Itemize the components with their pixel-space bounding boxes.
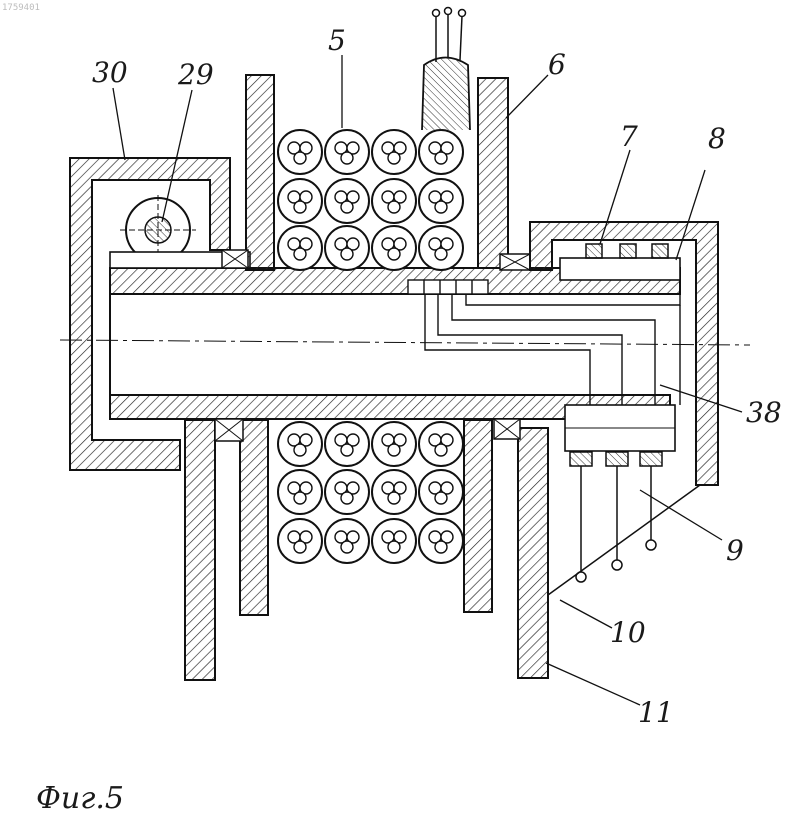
label-29: 29 — [177, 58, 214, 91]
cable-core — [294, 541, 306, 553]
label-6: 6 — [548, 48, 566, 81]
cable-core — [435, 492, 447, 504]
cable-core — [294, 444, 306, 456]
label-10: 10 — [610, 616, 646, 649]
label-5: 5 — [328, 24, 346, 57]
cable-core — [341, 444, 353, 456]
label-30: 30 — [92, 56, 128, 89]
cable-core — [388, 444, 400, 456]
cable-core — [294, 152, 306, 164]
label-7: 7 — [620, 120, 638, 153]
cable-core — [294, 201, 306, 213]
cable-core — [435, 201, 447, 213]
cable-coils-5 — [278, 130, 463, 563]
drum-flange-6 — [478, 78, 508, 268]
frame-wall-11 — [518, 428, 548, 678]
cable-core — [435, 541, 447, 553]
cable-core — [388, 492, 400, 504]
figure-caption: Фиг.5 — [36, 781, 124, 816]
cable-core — [388, 541, 400, 553]
document-stamp: 1759401 — [2, 3, 40, 13]
cable-core — [341, 541, 353, 553]
frame-wall-left — [185, 420, 215, 680]
drum-flange-right-lower — [464, 420, 492, 612]
cable-core — [294, 248, 306, 260]
cable-core — [294, 492, 306, 504]
drum-flange-left-upper — [246, 75, 274, 270]
drum-flange-left-lower — [240, 420, 268, 615]
label-8: 8 — [708, 122, 726, 155]
label-9: 9 — [726, 534, 744, 567]
label-38: 38 — [746, 396, 782, 429]
cable-core — [388, 152, 400, 164]
cable-core — [435, 248, 447, 260]
cable-core — [341, 201, 353, 213]
cable-core — [341, 492, 353, 504]
cable-core — [435, 444, 447, 456]
cable-core — [388, 248, 400, 260]
label-11: 11 — [638, 696, 674, 729]
cable-leadout — [422, 8, 470, 131]
cable-core — [388, 201, 400, 213]
cable-core — [341, 248, 353, 260]
cable-core — [341, 152, 353, 164]
cable-core — [435, 152, 447, 164]
